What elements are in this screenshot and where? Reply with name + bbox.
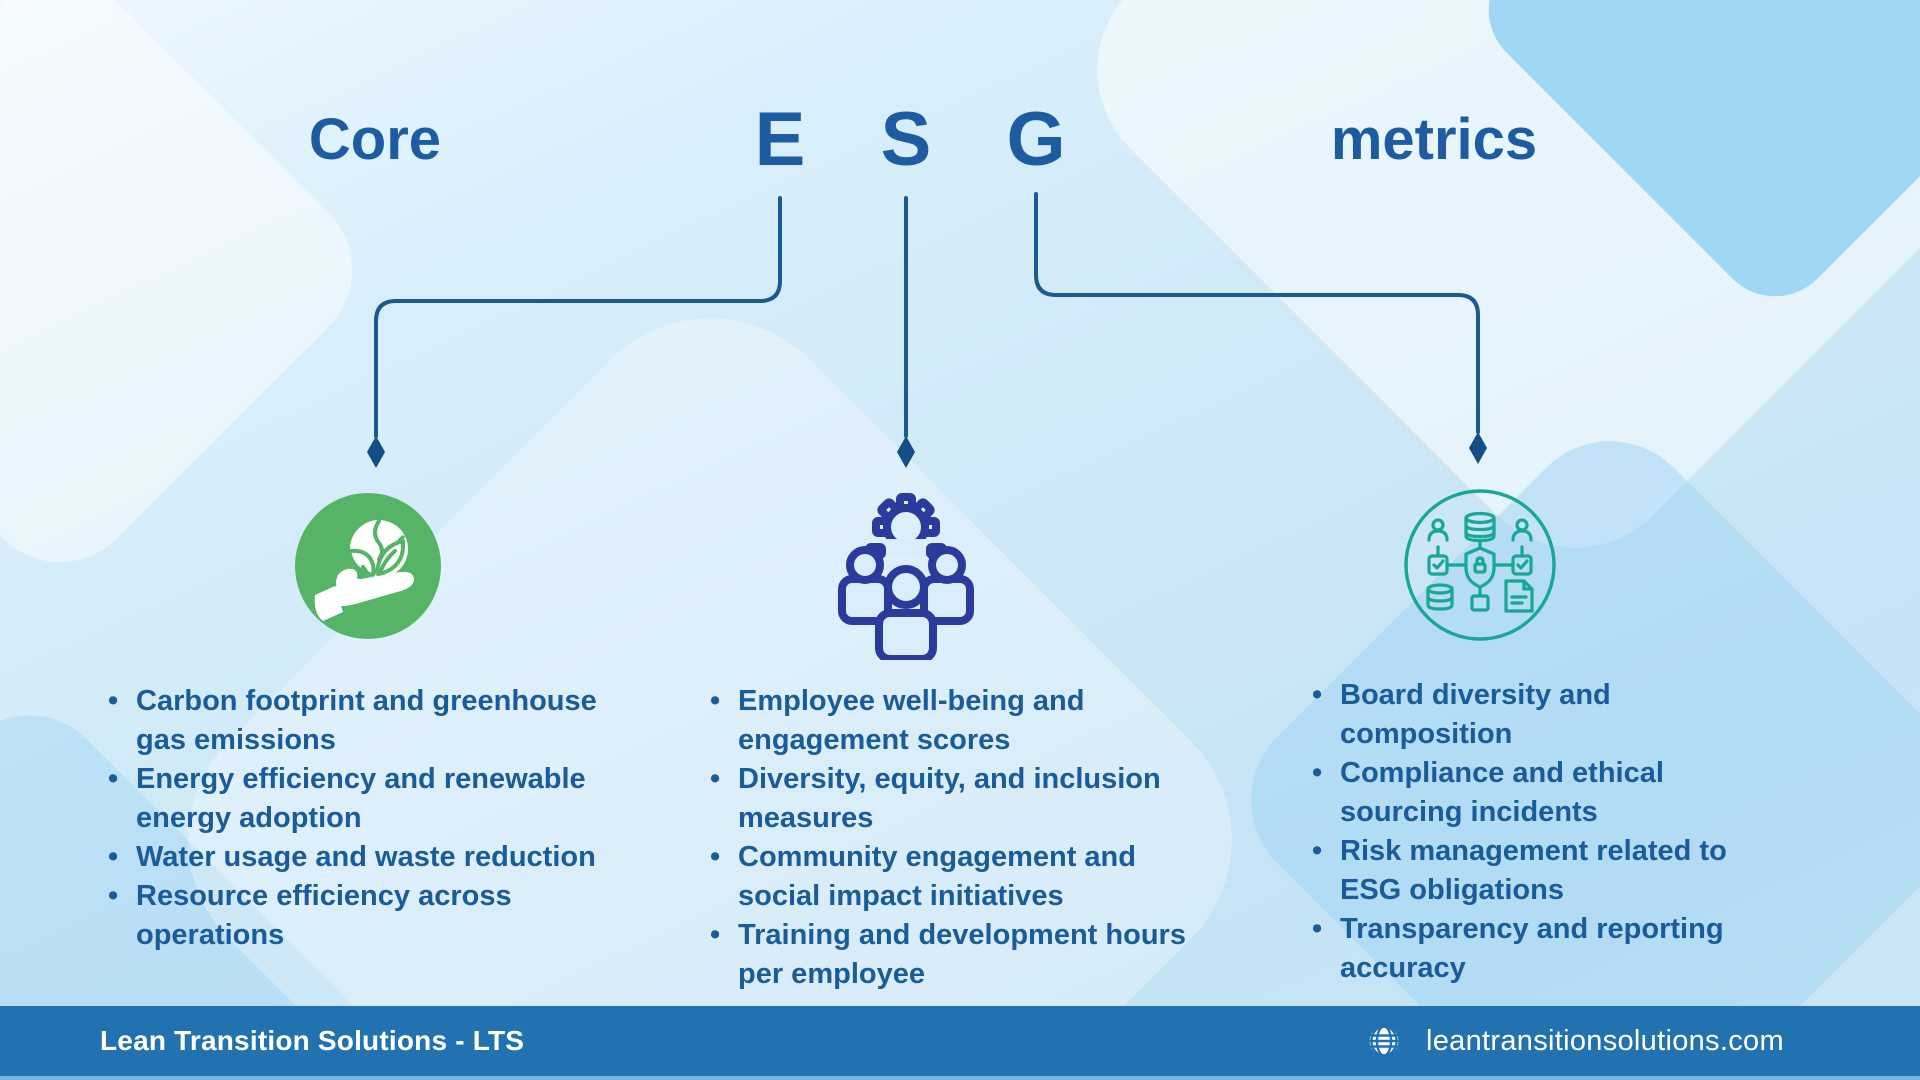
arrowhead-e — [367, 436, 385, 468]
footer-bottom-strip — [0, 1076, 1920, 1080]
arrowhead-s — [897, 436, 915, 468]
data-governance-network-icon — [1404, 489, 1556, 641]
hand-holding-plant-icon — [295, 493, 441, 639]
list-item: Energy efficiency and renewable energy a… — [104, 760, 664, 838]
list-item: Employee well-being and engagement score… — [706, 682, 1266, 760]
environment-metrics-list: Carbon footprint and greenhouse gas emis… — [104, 682, 664, 955]
social-icon — [831, 490, 981, 665]
governance-icon — [1402, 487, 1558, 648]
governance-metrics-list: Board diversity and composition Complian… — [1308, 676, 1868, 988]
footer-bar: Lean Transition Solutions - LTS leantran… — [0, 1006, 1920, 1076]
list-item: Training and development hours per emplo… — [706, 916, 1266, 994]
connector-e — [374, 196, 782, 438]
list-item: Resource efficiency across operations — [104, 877, 664, 955]
list-item: Transparency and reporting accuracy — [1308, 910, 1868, 988]
social-metrics-list: Employee well-being and engagement score… — [706, 682, 1266, 994]
list-item: Diversity, equity, and inclusion measure… — [706, 760, 1266, 838]
list-item: Carbon footprint and greenhouse gas emis… — [104, 682, 664, 760]
team-gear-icon — [838, 493, 974, 663]
company-name: Lean Transition Solutions - LTS — [100, 1025, 525, 1056]
list-item: Board diversity and composition — [1308, 676, 1868, 754]
title-word-metrics: metrics — [1330, 107, 1538, 172]
list-item: Community engagement and social impact i… — [706, 838, 1266, 916]
list-item: Compliance and ethical sourcing incident… — [1308, 754, 1868, 832]
arrowhead-g — [1469, 432, 1487, 464]
title-word-core: Core — [308, 107, 442, 172]
title-letter-g: G — [1006, 97, 1066, 182]
website-url: leantransitionsolutions.com — [1426, 1024, 1784, 1057]
title-letter-e: E — [754, 97, 806, 182]
title-letter-s: S — [880, 97, 932, 182]
connector-g — [1034, 192, 1480, 434]
list-item: Water usage and waste reduction — [104, 838, 664, 877]
environment-icon — [293, 491, 443, 646]
list-item: Risk management related to ESG obligatio… — [1308, 832, 1868, 910]
globe-icon — [1369, 1025, 1399, 1057]
